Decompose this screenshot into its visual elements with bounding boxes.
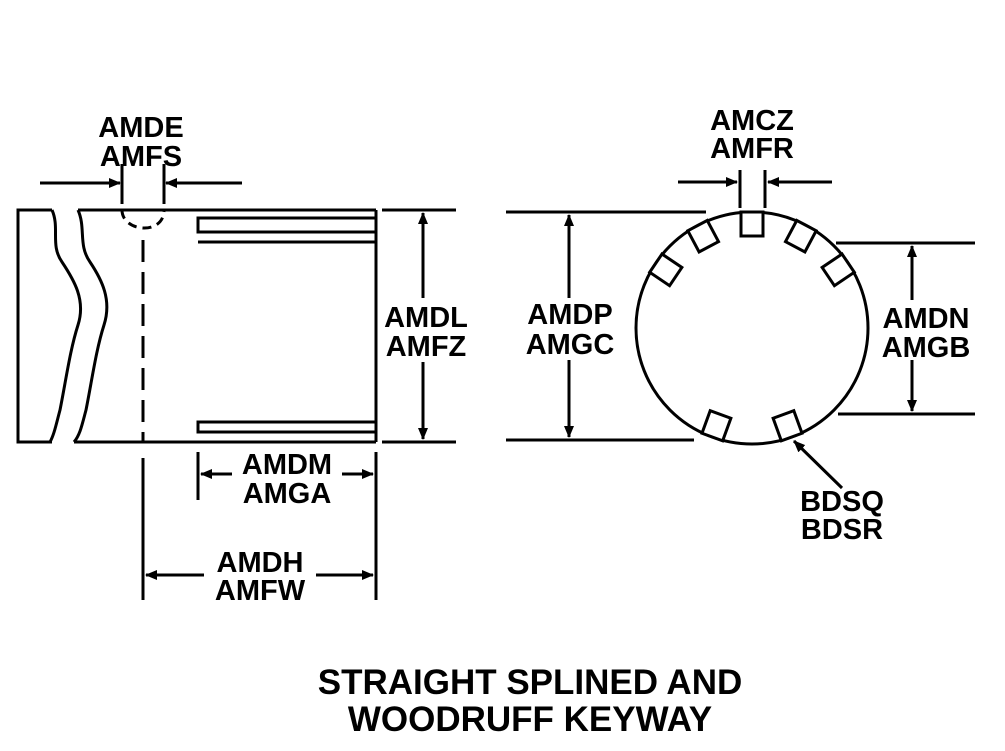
minor-diameter-label-1: AMDN bbox=[883, 303, 970, 335]
shaft-outline bbox=[16, 208, 52, 444]
spline-length-label-2: AMGA bbox=[243, 478, 332, 510]
woodruff-keyway bbox=[120, 209, 166, 230]
spline-width-label-2: AMFR bbox=[710, 133, 794, 165]
spline-teeth bbox=[647, 210, 857, 443]
spline-tooth-1 bbox=[739, 210, 765, 238]
spline-groove-bottom bbox=[196, 420, 376, 434]
spline-tooth-7 bbox=[700, 408, 733, 443]
drawing-title: STRAIGHT SPLINED AND WOODRUFF KEYWAY bbox=[318, 663, 743, 739]
shaft-diameter-label-2: AMFZ bbox=[386, 331, 467, 363]
major-diameter-label-1: AMDP bbox=[527, 299, 612, 331]
spline-length-label-1: AMDM bbox=[242, 449, 332, 481]
spline-leader-arrow bbox=[792, 439, 844, 490]
break-line-inner bbox=[72, 209, 109, 443]
spline-tooth-6 bbox=[771, 408, 804, 443]
major-diameter-label-2: AMGC bbox=[526, 329, 615, 361]
spline-tooth-5 bbox=[647, 251, 684, 288]
spline-groove-top bbox=[196, 216, 376, 244]
break-line-outer bbox=[48, 209, 83, 443]
spline-grooves bbox=[196, 216, 376, 434]
end-view bbox=[506, 170, 975, 490]
shaft-diameter-label-1: AMDL bbox=[384, 302, 468, 334]
spline-tooth-2 bbox=[783, 218, 819, 254]
keyway-width-label-2: AMFS bbox=[100, 141, 182, 173]
keyway-location-label-2: AMFW bbox=[215, 575, 306, 607]
minor-diameter-label-2: AMGB bbox=[882, 332, 971, 364]
spline-tooth-4 bbox=[820, 251, 857, 288]
spline-tooth-3 bbox=[685, 218, 721, 254]
side-view-labels: AMDE AMFS AMDL AMFZ AMDM AMGA AMDH AMFW bbox=[98, 112, 468, 607]
spline-width-label-1: AMCZ bbox=[710, 105, 794, 137]
keyway-width-label-1: AMDE bbox=[98, 112, 183, 144]
spline-count-label-1: BDSQ bbox=[800, 486, 884, 518]
side-view bbox=[16, 164, 456, 600]
end-view-labels: AMCZ AMFR AMDP AMGC AMDN AMGB BDSQ BDSR bbox=[526, 105, 971, 546]
spline-circle bbox=[634, 210, 870, 446]
keyway-location-label-1: AMDH bbox=[217, 547, 304, 579]
spline-count-label-2: BDSR bbox=[801, 514, 883, 546]
title-line-2: WOODRUFF KEYWAY bbox=[348, 700, 712, 739]
title-line-1: STRAIGHT SPLINED AND bbox=[318, 663, 743, 702]
